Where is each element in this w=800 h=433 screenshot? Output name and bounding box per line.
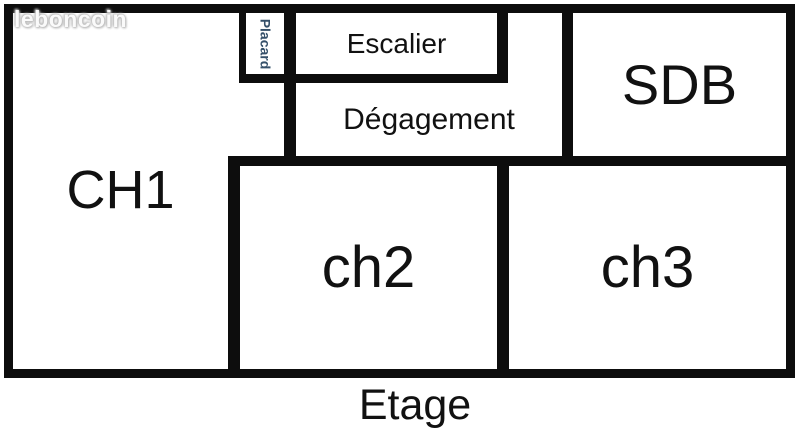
- leboncoin-watermark: leboncoin: [14, 6, 128, 32]
- room-label-ch3: ch3: [600, 234, 695, 300]
- room-label-placard-text: Placard: [257, 18, 273, 69]
- wall-ch2-left: [228, 156, 240, 378]
- floor-caption: Etage: [358, 380, 472, 429]
- wall-outer-left: [4, 4, 13, 378]
- wall-placard-left: [239, 4, 246, 83]
- wall-ch2-ch3-divider: [497, 156, 509, 378]
- room-label-degagement: Dégagement: [343, 102, 515, 136]
- room-label-placard: Placard: [246, 13, 284, 74]
- wall-mid-horizontal: [228, 156, 795, 166]
- wall-outer-top: [4, 4, 795, 13]
- wall-outer-bottom: [4, 369, 795, 378]
- room-label-ch2: ch2: [321, 234, 416, 300]
- wall-corridor-left: [284, 4, 296, 166]
- wall-escalier-bottom: [239, 74, 508, 83]
- wall-escalier-right: [497, 4, 508, 83]
- room-label-ch1: CH1: [66, 160, 175, 220]
- room-label-sdb: SDB: [621, 52, 738, 116]
- wall-outer-right: [786, 4, 795, 378]
- room-label-escalier: Escalier: [346, 27, 447, 59]
- wall-sdb-left: [562, 4, 573, 166]
